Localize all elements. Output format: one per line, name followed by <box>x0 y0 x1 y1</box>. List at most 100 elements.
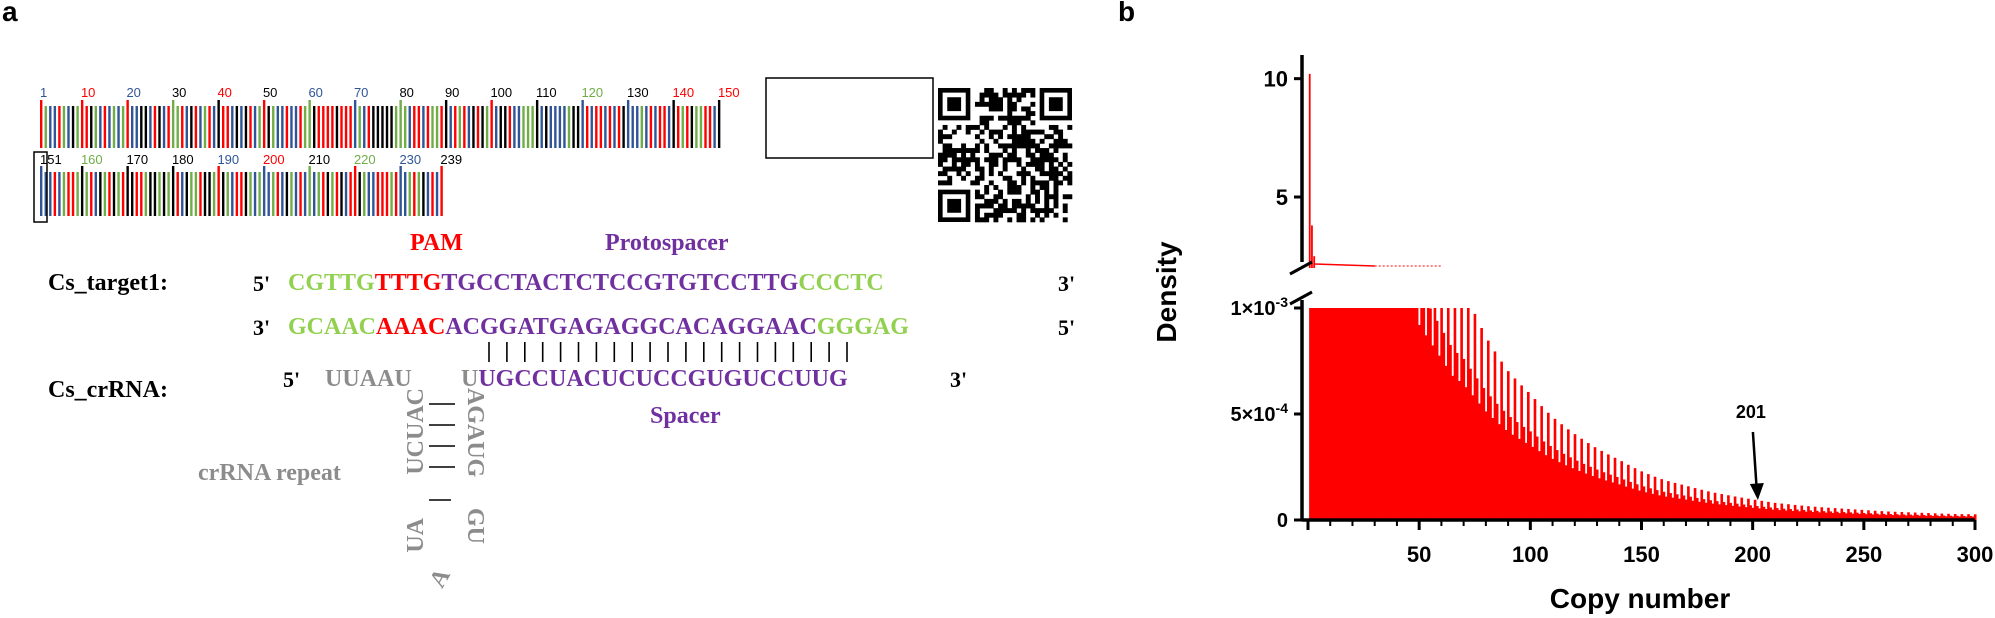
density-bar <box>1600 450 1603 520</box>
qr-module <box>1048 175 1054 181</box>
qr-module <box>1021 143 1027 149</box>
repeat-stem-right: AGAUG <box>462 388 488 478</box>
target-bottom-flank-right: GGGAG <box>816 314 909 340</box>
qr-module <box>1067 194 1073 200</box>
barcode-bar <box>176 172 179 216</box>
barcode-bar <box>94 106 97 148</box>
qr-module <box>1035 157 1040 163</box>
density-bar <box>1869 513 1873 520</box>
density-bar <box>1411 308 1415 520</box>
barcode-bar <box>485 106 489 148</box>
qr-module <box>1016 198 1022 204</box>
qr-module <box>1030 185 1036 190</box>
qr-module <box>1062 175 1068 181</box>
qr-module <box>1044 185 1050 190</box>
x-axis-label: Copy number <box>1550 583 1731 614</box>
qr-module <box>1007 92 1013 98</box>
density-bar <box>1369 308 1372 520</box>
density-bar <box>1764 509 1768 520</box>
density-bar <box>1682 495 1686 520</box>
qr-module <box>938 171 943 177</box>
density-bar <box>1949 515 1953 520</box>
barcode-bar <box>140 172 143 216</box>
barcode-bar <box>222 172 225 216</box>
density-bar <box>1435 320 1439 520</box>
qr-module <box>1039 152 1045 158</box>
barcode-bar <box>181 172 184 216</box>
barcode-tick-label: 220 <box>354 152 376 167</box>
qr-module <box>1007 152 1013 158</box>
barcode-bar <box>458 106 461 148</box>
barcode-bar <box>372 172 375 216</box>
qr-module <box>1053 198 1059 204</box>
qr-module <box>988 157 994 163</box>
x-tick-label: 100 <box>1512 542 1549 567</box>
barcode-bar <box>404 106 407 148</box>
density-bar <box>1858 513 1861 520</box>
density-bar <box>1480 327 1483 520</box>
target-bottom-sequence: GCAACAAACACGGATGAGAGGCACAGGAACGGGAG <box>288 314 909 341</box>
barcode-bar <box>526 106 530 148</box>
barcode-bar <box>153 106 157 148</box>
density-bar <box>1429 308 1432 520</box>
density-bar <box>1800 505 1804 520</box>
qr-module <box>942 152 948 158</box>
density-bar <box>1398 308 1401 520</box>
barcode-bar <box>49 172 52 216</box>
barcode-bar <box>385 106 389 148</box>
qr-module <box>1016 92 1022 98</box>
density-bar <box>1898 515 1901 520</box>
density-bar <box>1442 332 1446 520</box>
qr-module <box>1058 129 1064 135</box>
panel-b-letter: b <box>1118 0 1136 27</box>
qr-module <box>1007 106 1013 112</box>
barcode-tick-label: 60 <box>308 85 322 100</box>
qr-module <box>970 157 976 163</box>
target-top-flank-right: CCCTC <box>798 270 884 296</box>
barcode-bar <box>226 106 229 148</box>
barcode-bar <box>313 106 316 148</box>
barcode-bar <box>190 172 193 216</box>
qr-module <box>998 212 1003 218</box>
barcode-bar <box>654 106 657 148</box>
qr-module <box>974 101 980 107</box>
qr-module <box>1062 208 1068 214</box>
qr-module <box>974 189 980 195</box>
qr-module <box>938 129 943 135</box>
qr-module <box>1058 138 1064 144</box>
qr-module <box>1007 134 1013 140</box>
density-bar <box>1749 505 1752 520</box>
density-bar <box>1891 515 1895 520</box>
qr-module <box>998 189 1003 195</box>
barcode-bar <box>44 172 47 216</box>
barcode-bar <box>240 106 243 148</box>
density-bar <box>1780 503 1784 520</box>
barcode-bar <box>658 106 662 148</box>
qr-module <box>1021 212 1027 218</box>
y-tick-label-lower: 0 <box>1277 510 1288 532</box>
barcode-bar <box>240 172 243 216</box>
qr-module <box>1011 203 1017 209</box>
barcode-bar <box>617 106 621 148</box>
qr-module <box>1062 203 1068 209</box>
barcode-bar <box>581 100 584 148</box>
qr-module <box>1007 217 1013 223</box>
barcode-bar <box>108 172 111 216</box>
barcode-bar <box>349 106 352 148</box>
qr-module <box>956 171 962 177</box>
density-bar <box>1851 513 1855 520</box>
density-bar <box>1887 511 1890 520</box>
barcode-bar <box>576 106 580 148</box>
qr-module <box>1039 185 1045 190</box>
density-bar <box>1642 486 1646 520</box>
qr-module <box>984 198 990 204</box>
barcode-bar <box>290 172 293 216</box>
qr-module <box>974 180 980 186</box>
density-bar <box>1700 489 1704 520</box>
density-bar <box>1584 473 1588 520</box>
qr-module <box>1035 166 1040 172</box>
qr-module <box>998 115 1003 121</box>
density-bar <box>1431 345 1435 520</box>
barcode-bar <box>258 172 261 216</box>
qr-module <box>951 129 957 135</box>
